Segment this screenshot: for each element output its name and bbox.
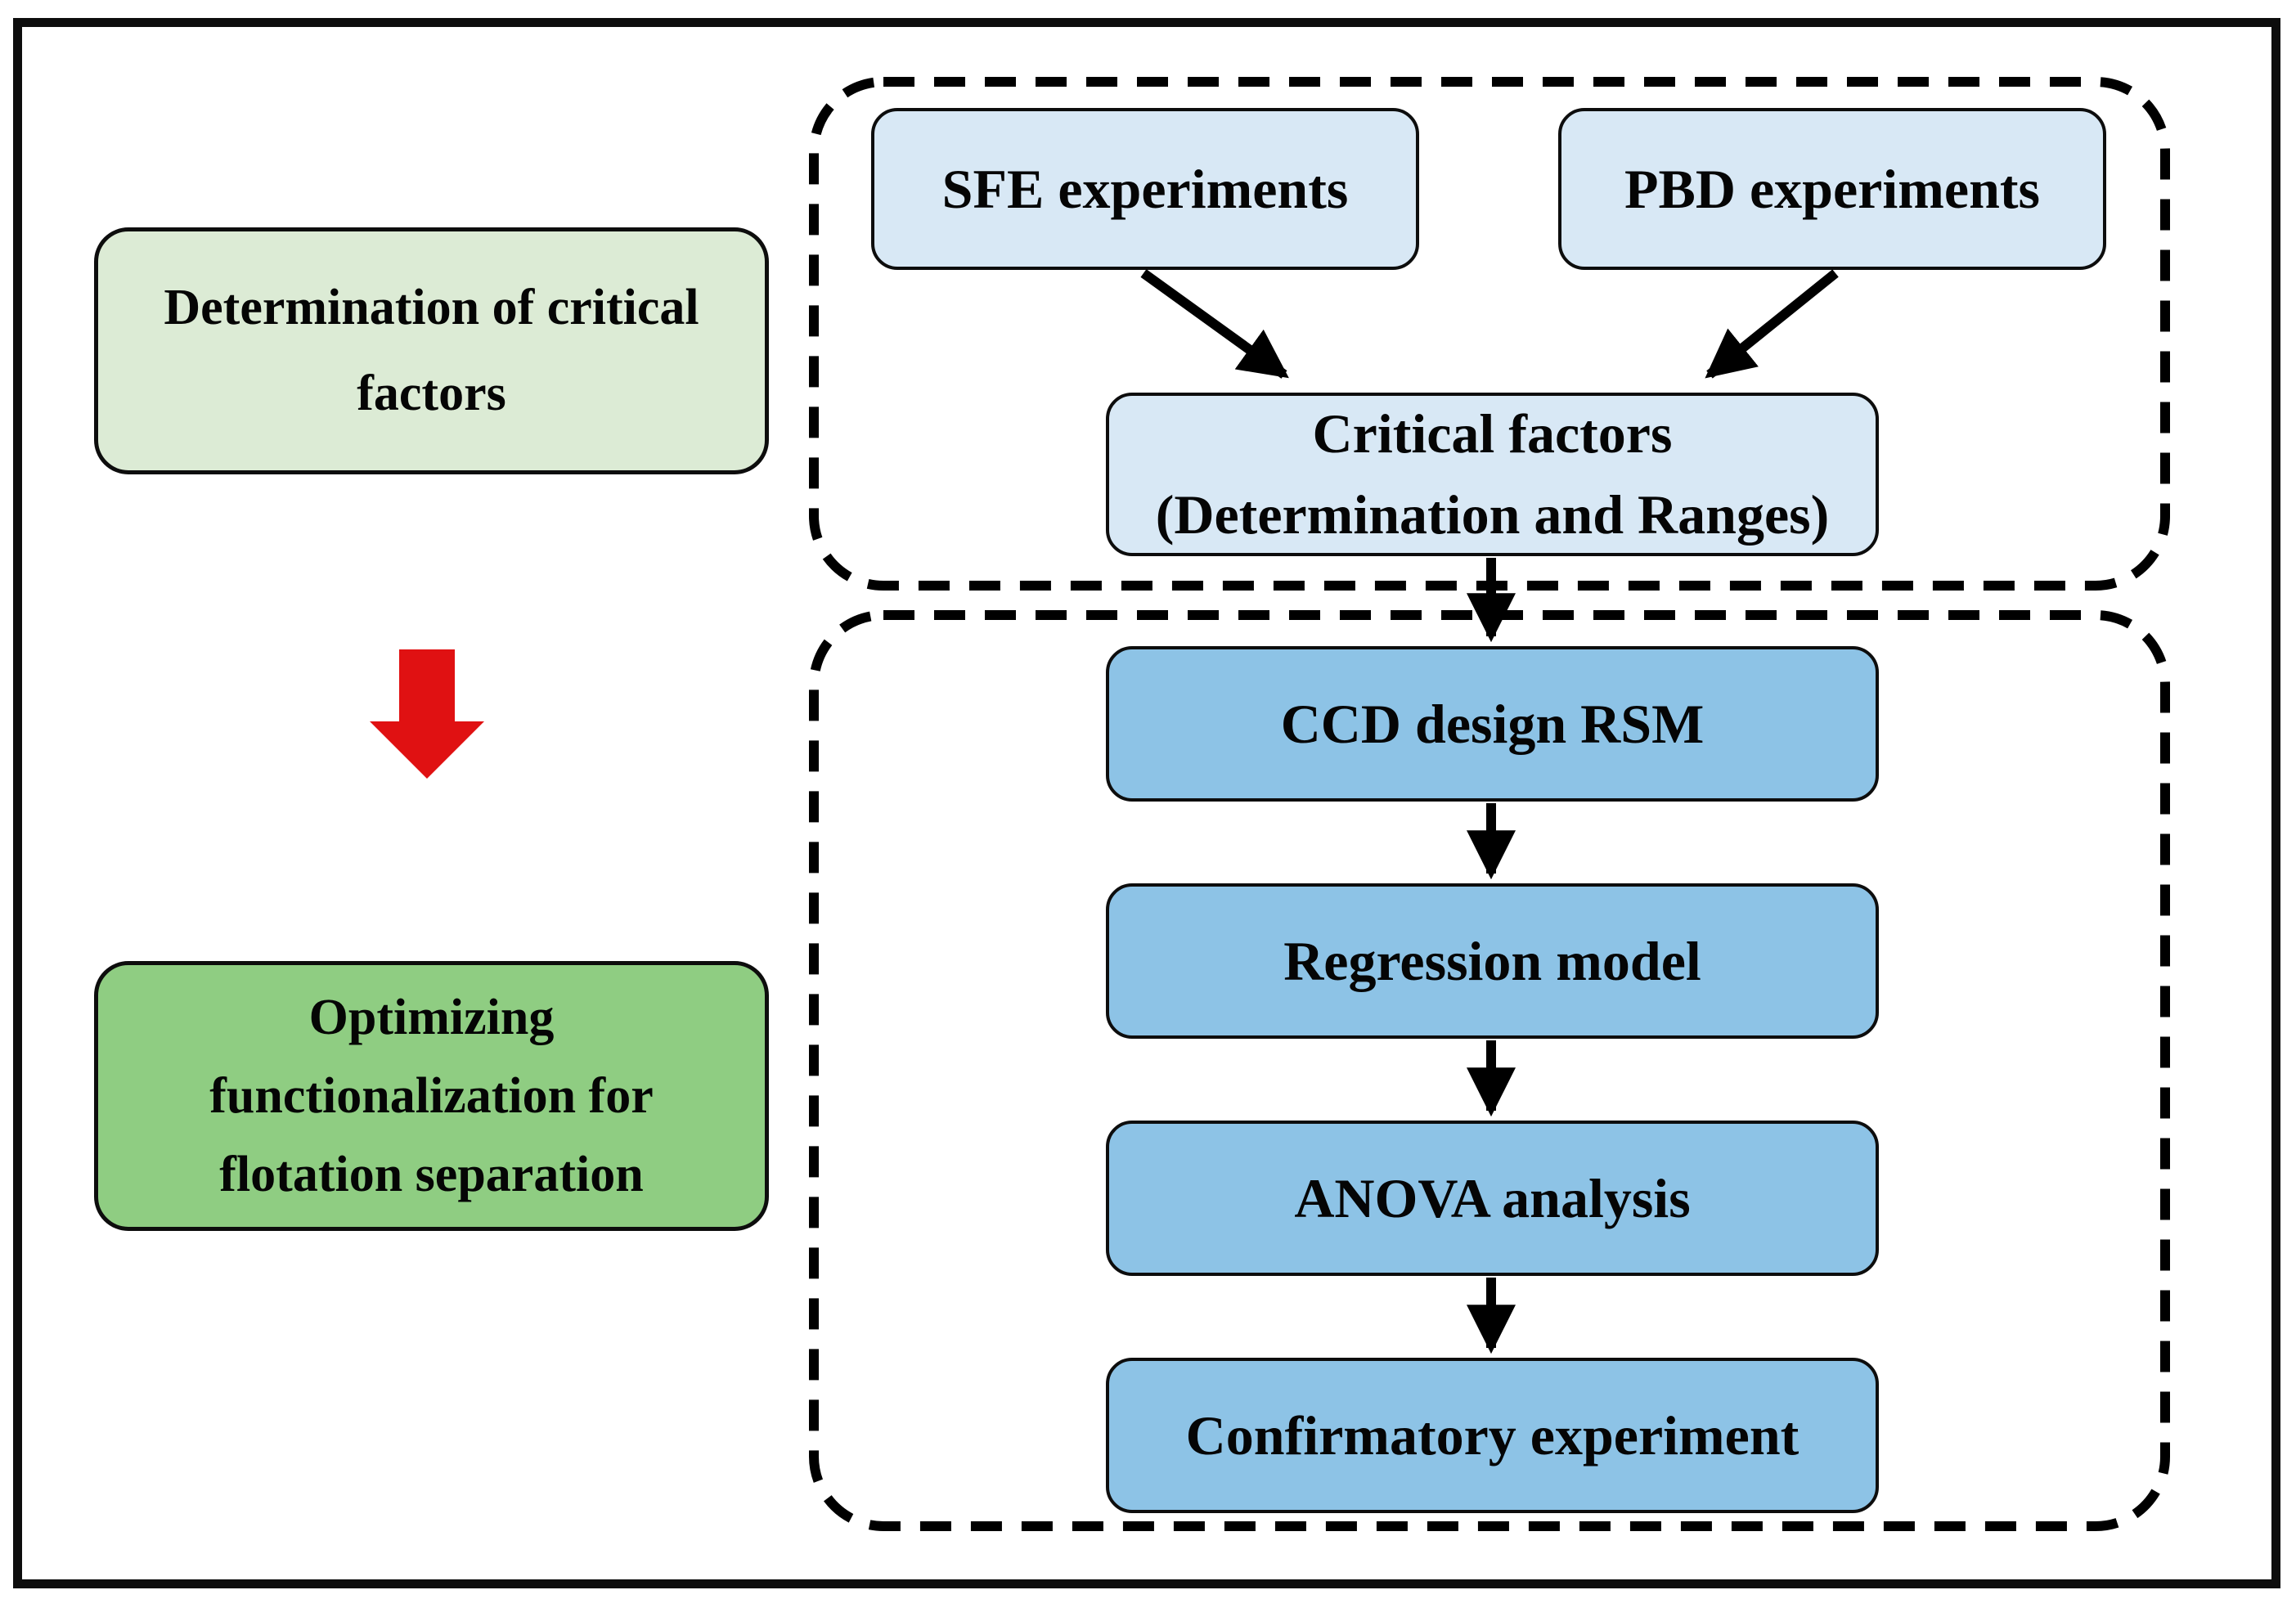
anova-analysis-node: ANOVA analysis — [1106, 1121, 1879, 1276]
label-line: Critical factors — [1312, 402, 1673, 465]
confirmatory-experiment-label: Confirmatory experiment — [1185, 1404, 1800, 1467]
outer-frame — [13, 18, 2280, 1588]
regression-model-node: Regression model — [1106, 883, 1879, 1039]
label-line: flotation separation — [219, 1147, 644, 1203]
determination-stage-label: Determination of critical factors — [164, 265, 699, 438]
pbd-experiments-node: PBD experiments — [1558, 108, 2106, 270]
label-line: Optimizing — [308, 989, 555, 1045]
determination-stage-node: Determination of critical factors — [94, 227, 769, 474]
sfe-experiments-node: SFE experiments — [871, 108, 1419, 270]
label-line: Determination of critical — [164, 279, 699, 335]
anova-analysis-label: ANOVA analysis — [1294, 1166, 1691, 1229]
regression-model-label: Regression model — [1283, 929, 1701, 992]
optimizing-stage-label: Optimizing functionalization for flotati… — [209, 978, 653, 1214]
optimizing-stage-node: Optimizing functionalization for flotati… — [94, 961, 769, 1231]
label-line: factors — [357, 366, 506, 421]
critical-factors-node: Critical factors (Determination and Rang… — [1106, 393, 1879, 556]
ccd-design-rsm-node: CCD design RSM — [1106, 646, 1879, 802]
label-line: functionalization for — [209, 1067, 654, 1124]
label-line: (Determination and Ranges) — [1155, 483, 1830, 546]
pbd-experiments-label: PBD experiments — [1624, 157, 2040, 220]
confirmatory-experiment-node: Confirmatory experiment — [1106, 1358, 1879, 1513]
sfe-experiments-label: SFE experiments — [941, 157, 1349, 220]
ccd-design-rsm-label: CCD design RSM — [1280, 692, 1705, 755]
critical-factors-label: Critical factors (Determination and Rang… — [1156, 393, 1830, 555]
